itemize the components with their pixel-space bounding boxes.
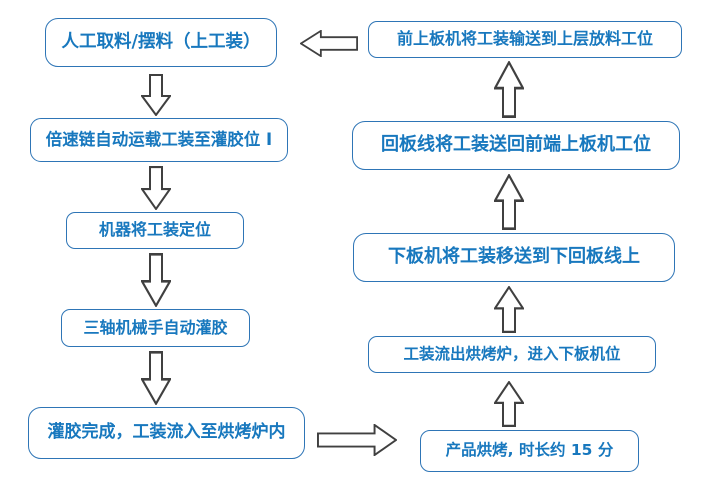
flow-step-return-line-to-loader: 回板线将工装送回前端上板机工位	[352, 121, 680, 170]
flow-step-manual-pick-place: 人工取料/摆料（上工装）	[45, 18, 277, 67]
flow-step-unloader-to-return-line: 下板机将工装移送到下回板线上	[353, 233, 675, 282]
flow-step-front-loader-to-upper: 前上板机将工装输送到上层放料工位	[368, 21, 682, 58]
flow-step-speed-chain-transport: 倍速链自动运载工装至灌胶位 I	[30, 118, 288, 162]
up-block-arrow-icon	[494, 381, 524, 427]
flow-step-exit-oven-to-unloader: 工装流出烘烤炉，进入下板机位	[368, 336, 656, 373]
down-block-arrow-icon	[141, 351, 171, 405]
flow-step-robot-glue-filling: 三轴机械手自动灌胶	[61, 309, 250, 347]
up-block-arrow-icon	[494, 174, 524, 230]
flow-step-glue-done-to-oven: 灌胶完成，工装流入至烘烤炉内	[28, 407, 305, 459]
down-block-arrow-icon	[141, 253, 171, 307]
down-block-arrow-icon	[141, 166, 171, 210]
up-block-arrow-icon	[494, 286, 524, 333]
left-block-arrow-icon	[300, 30, 358, 57]
flow-step-product-baking: 产品烘烤, 时长约 15 分	[420, 430, 639, 472]
flow-step-robot-positioning: 机器将工装定位	[66, 212, 244, 249]
up-block-arrow-icon	[494, 61, 524, 118]
right-block-arrow-icon	[317, 424, 397, 456]
down-block-arrow-icon	[141, 74, 171, 116]
